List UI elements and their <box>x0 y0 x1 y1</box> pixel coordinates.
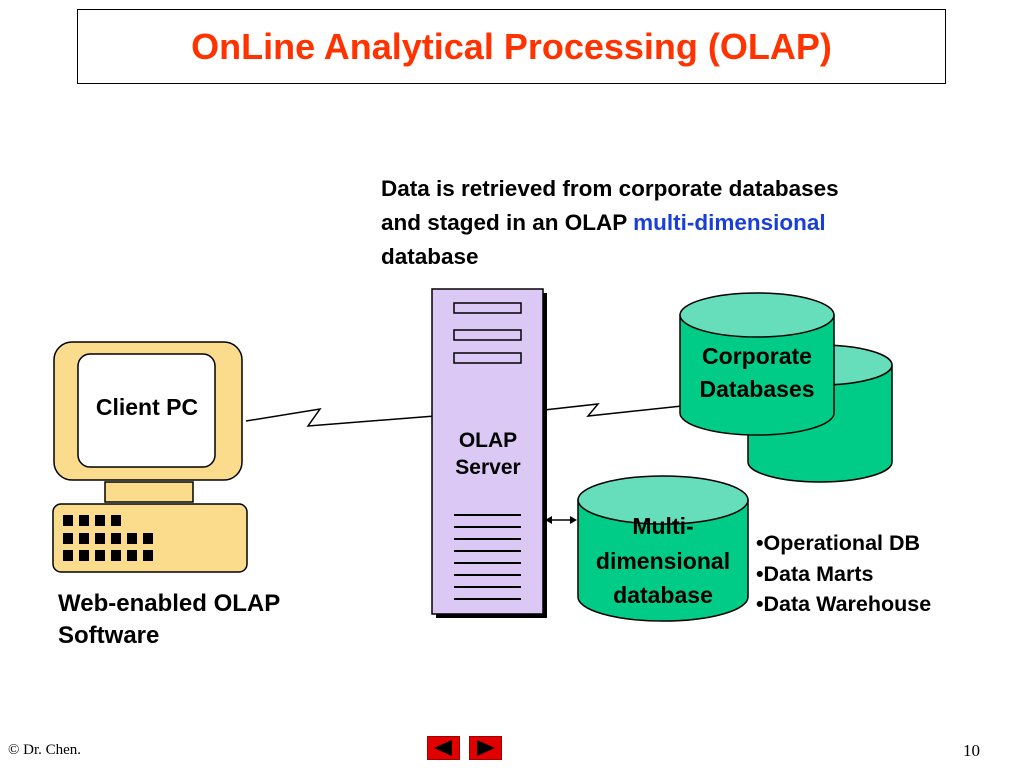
pc-server-link <box>245 407 436 427</box>
corporate-db-label-2: Databases <box>699 376 814 402</box>
monitor-stand <box>104 481 194 503</box>
next-slide-button[interactable] <box>469 736 502 760</box>
list-item: •Data Marts <box>756 561 874 586</box>
multidim-cylinder-body <box>577 499 749 622</box>
monitor-screen <box>77 353 216 468</box>
multidim-cylinder-top <box>577 475 749 525</box>
front-cylinder-top <box>679 292 835 338</box>
list-item: •Operational DB <box>756 531 921 555</box>
keyboard-keys <box>63 515 153 561</box>
olap-server-label-2: Server <box>455 456 520 479</box>
olap-server-icon: OLAP Server <box>431 288 547 618</box>
page-title: OnLine Analytical Processing (OLAP) <box>191 25 832 67</box>
server-corporate-link <box>543 403 683 417</box>
prev-slide-button[interactable] <box>427 736 460 760</box>
prev-arrow-icon <box>434 740 452 756</box>
corporate-databases-icon: Corporate Databases <box>679 292 893 483</box>
server-slot <box>453 352 522 364</box>
description-text: Data is retrieved from corporate databas… <box>381 172 981 274</box>
client-pc-icon: Client PC <box>52 341 248 573</box>
client-pc-label: Client PC <box>96 394 198 420</box>
multidim-db-label-3: database <box>613 582 713 608</box>
copyright-footer: © Dr. Chen. <box>8 742 82 758</box>
web-software-caption-line-1: Web-enabled OLAP <box>58 590 281 617</box>
server-slot <box>453 329 522 341</box>
server-vents <box>454 514 521 600</box>
web-software-caption-line-2: Software <box>58 622 160 649</box>
description-line-2: and staged in an OLAP multi-dimensional <box>381 206 981 240</box>
server-body <box>431 288 544 615</box>
title-box: OnLine Analytical Processing (OLAP) <box>77 9 946 84</box>
description-line-2-prefix: and staged in an OLAP <box>381 210 634 235</box>
server-multidim-arrow <box>545 516 577 524</box>
next-arrow-icon <box>477 740 495 756</box>
corporate-db-label-1: Corporate <box>702 343 812 369</box>
description-line-3: database <box>381 244 479 269</box>
multidim-db-label-1: Multi- <box>632 513 693 539</box>
front-cylinder-body <box>679 314 835 436</box>
web-software-caption: Web-enabled OLAP Software <box>58 588 378 652</box>
description-line-1: Data is retrieved from corporate databas… <box>381 176 839 201</box>
olap-server-label-1: OLAP <box>459 429 517 452</box>
list-item: •Data Warehouse <box>756 592 932 616</box>
multidimensional-database-icon: Multi- dimensional database <box>577 475 749 622</box>
multidim-db-label-2: dimensional <box>596 548 730 574</box>
description-highlight: multi-dimensional <box>633 210 826 235</box>
server-slot <box>453 302 522 314</box>
database-type-list: •Operational DB •Data Marts •Data Wareho… <box>756 528 931 620</box>
page-number: 10 <box>963 741 980 760</box>
